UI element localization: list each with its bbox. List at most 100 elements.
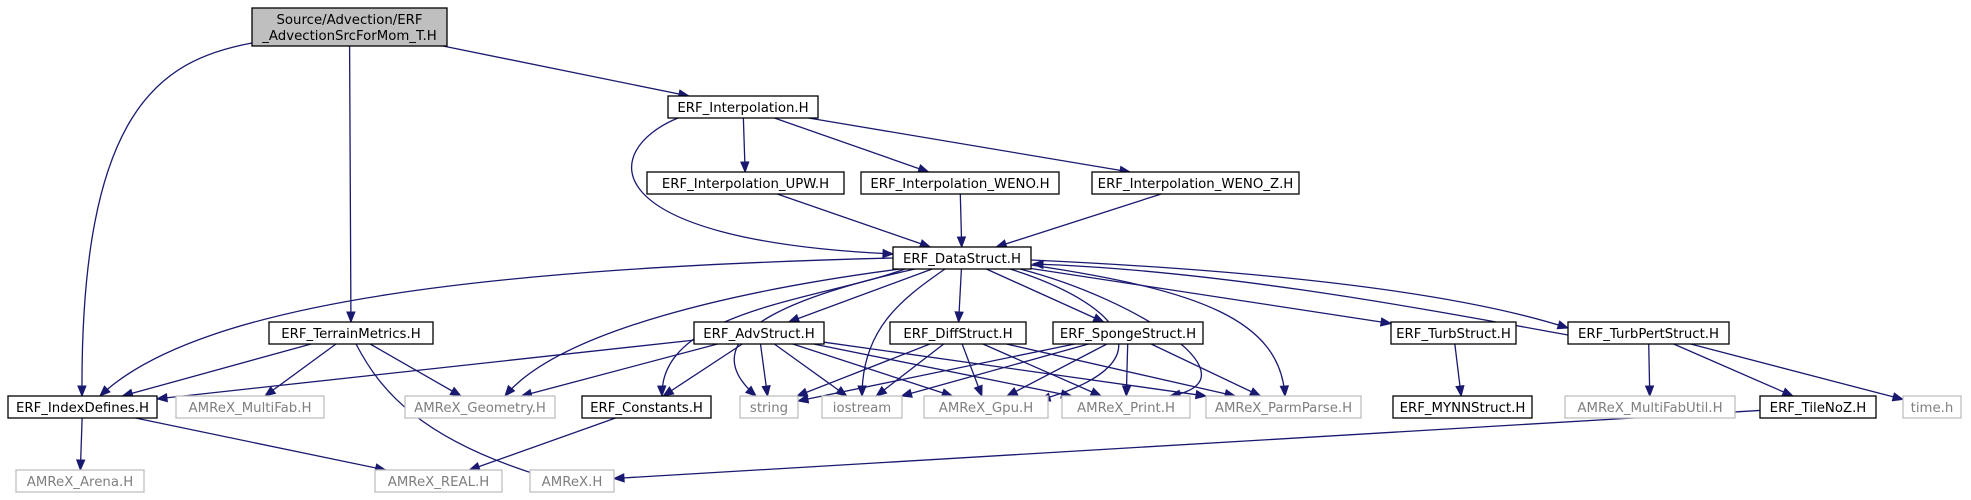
node-label: ERF_AdvStruct.H <box>703 327 814 342</box>
edge-advstruct-to-string <box>759 343 771 398</box>
arrow-head-icon <box>740 161 750 174</box>
edge-indexdefines-to-arena <box>75 417 86 472</box>
edge-terrain-to-multifab <box>263 343 337 397</box>
node-tilenoz[interactable]: ERF_TileNoZ.H <box>1759 395 1877 419</box>
edge-line <box>1030 264 1286 397</box>
edge-datastruct-to-turbpert <box>1030 259 1570 330</box>
node-label: AMReX_Gpu.H <box>939 401 1034 416</box>
edge-line <box>1690 343 1904 401</box>
node-box <box>1061 395 1191 419</box>
edge-line <box>797 343 1075 402</box>
arrow-head-icon <box>155 392 168 403</box>
edge-line <box>631 117 894 255</box>
edge-line <box>1006 343 1108 397</box>
arrow-head-icon <box>761 384 771 398</box>
edge-line <box>156 339 695 400</box>
node-interp_upw[interactable]: ERF_Interpolation_UPW.H <box>646 171 845 195</box>
node-box <box>1390 321 1517 345</box>
node-label: iostream <box>833 401 891 416</box>
node-box <box>529 469 615 493</box>
edge-interp_wenoz-to-datastruct <box>994 193 1162 249</box>
arrow-head-icon <box>1644 385 1655 398</box>
node-box <box>404 395 556 419</box>
edge-diffstruct-to-print <box>982 343 1103 397</box>
edge-datastruct-to-diffstruct <box>954 268 964 324</box>
node-geometry: AMReX_Geometry.H <box>404 395 556 419</box>
arrow-head-icon <box>1781 387 1795 397</box>
edge-advstruct-to-iostream <box>773 343 848 397</box>
arrow-head-icon <box>263 385 277 397</box>
edge-line <box>986 268 1104 323</box>
node-terrain[interactable]: ERF_TerrainMetrics.H <box>268 321 434 345</box>
nodes-layer: Source/Advection/ERF_AdvectionSrcForMom_… <box>7 7 1962 493</box>
edge-line <box>901 343 1089 397</box>
node-label: time.h <box>1911 401 1954 416</box>
node-spongestruct[interactable]: ERF_SpongeStruct.H <box>1052 321 1204 345</box>
edge-interp-to-datastruct <box>631 117 895 259</box>
arrow-head-icon <box>954 311 964 324</box>
edge-root-to-terrain <box>346 45 356 324</box>
edge-line <box>777 193 931 248</box>
arrow-head-icon <box>75 459 86 472</box>
node-mynn[interactable]: ERF_MYNNStruct.H <box>1392 395 1533 419</box>
node-constants[interactable]: ERF_Constants.H <box>581 395 712 419</box>
arrow-head-icon <box>1089 387 1103 397</box>
node-box <box>923 395 1049 419</box>
edge-datastruct-to-string <box>733 268 916 397</box>
edge-line <box>469 417 616 471</box>
node-advstruct[interactable]: ERF_AdvStruct.H <box>693 321 825 345</box>
node-label: ERF_DiffStruct.H <box>903 327 1012 342</box>
node-interp[interactable]: ERF_Interpolation.H <box>667 95 819 119</box>
node-interp_wenoz[interactable]: ERF_Interpolation_WENO_Z.H <box>1091 171 1300 195</box>
arrow-head-icon <box>77 385 87 398</box>
node-box <box>15 469 145 493</box>
arrow-head-icon <box>612 473 625 483</box>
node-box <box>1564 395 1736 419</box>
node-box <box>581 395 712 419</box>
edge-datastruct-to-parmparse <box>1030 264 1290 398</box>
edge-interp_weno-to-datastruct <box>956 193 967 249</box>
edge-constants-to-real <box>468 417 616 471</box>
node-label: ERF_TurbStruct.H <box>1396 327 1511 342</box>
arrow-head-icon <box>744 385 758 397</box>
node-diffstruct[interactable]: ERF_DiffStruct.H <box>889 321 1027 345</box>
edge-advstruct-to-parmparse <box>823 341 1208 400</box>
node-label: AMReX_MultiFab.H <box>189 401 312 416</box>
node-label: ERF_Interpolation_WENO.H <box>870 177 1049 192</box>
edge-turbpert-to-tilenoz <box>1673 343 1795 397</box>
arrow-head-icon <box>795 387 809 397</box>
arrow-head-icon <box>900 388 913 398</box>
node-box <box>1392 395 1533 419</box>
edge-datastruct-to-turbstruct <box>1030 267 1393 327</box>
node-box <box>1902 395 1962 419</box>
node-turbpert[interactable]: ERF_TurbPertStruct.H <box>1567 321 1730 345</box>
edge-line <box>982 343 1102 397</box>
node-timeh: time.h <box>1902 395 1962 419</box>
node-string: string <box>739 395 799 419</box>
node-interp_weno[interactable]: ERF_Interpolation_WENO.H <box>860 171 1060 195</box>
node-arena: AMReX_Arena.H <box>15 469 145 493</box>
edge-line <box>813 343 1072 397</box>
arrow-head-icon <box>956 236 967 249</box>
node-box <box>374 469 503 493</box>
node-turbstruct[interactable]: ERF_TurbStruct.H <box>1390 321 1517 345</box>
node-label: ERF_Interpolation_UPW.H <box>662 177 829 192</box>
edge-line <box>774 117 929 173</box>
edge-advstruct-to-gpu <box>792 343 954 398</box>
node-root[interactable]: Source/Advection/ERF_AdvectionSrcForMom_… <box>251 7 448 47</box>
node-box <box>892 246 1032 270</box>
node-indexdefines[interactable]: ERF_IndexDefines.H <box>7 395 158 419</box>
edge-tilenoz-to-amrex <box>612 409 1761 483</box>
edge-line <box>773 343 848 397</box>
node-label: ERF_Constants.H <box>590 401 703 416</box>
node-label: ERF_MYNNStruct.H <box>1400 401 1526 416</box>
edge-line <box>861 268 946 397</box>
edge-line <box>796 343 931 397</box>
node-box <box>1052 321 1204 345</box>
edge-line <box>1150 343 1261 397</box>
node-label: string <box>750 401 788 416</box>
edge-advstruct-to-indexdefines <box>155 339 695 403</box>
node-datastruct[interactable]: ERF_DataStruct.H <box>892 246 1032 270</box>
edge-datastruct-to-indexdefines <box>99 257 894 397</box>
arrow-head-icon <box>346 311 356 324</box>
